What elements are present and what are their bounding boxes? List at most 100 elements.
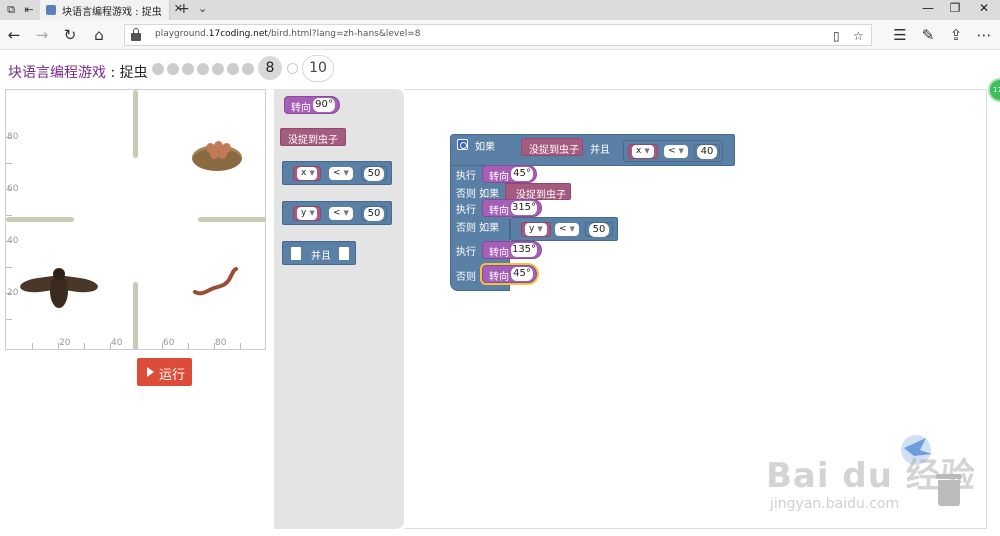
x-axis-label: 60: [163, 338, 175, 348]
x-tick: [214, 343, 215, 349]
address-bar[interactable]: playground.17coding.net/bird.html?lang=z…: [124, 24, 872, 46]
no-worm-condition-2[interactable]: 没捉到虫子: [505, 183, 571, 201]
turn-block-1[interactable]: 转向 45°: [482, 165, 537, 183]
y-tick: [6, 137, 12, 138]
close-window-icon[interactable]: ✕: [978, 1, 990, 15]
level-dot-empty[interactable]: [287, 63, 298, 74]
game-header: 块语言编程游戏 : 捉虫 8 10: [0, 54, 1000, 86]
flyout-compare-x-block[interactable]: x▼ <▼ 50: [282, 161, 392, 185]
flyout-and-block[interactable]: 并且: [282, 241, 356, 265]
turn-block-2[interactable]: 转向 315°: [482, 199, 542, 217]
compare-y-condition[interactable]: y▼ <▼ 50: [510, 217, 618, 241]
watermark-bird-icon: [901, 435, 932, 465]
input-slot: [339, 247, 349, 260]
nest-icon: [192, 135, 242, 171]
level-dot[interactable]: [227, 63, 239, 75]
watermark-url: jingyan.baidu.com: [770, 496, 900, 512]
y-tick: [6, 293, 12, 294]
forward-arrow-icon[interactable]: →: [35, 26, 49, 44]
flyout-compare-y-block[interactable]: y▼ <▼ 50: [282, 201, 392, 225]
browser-tab-bar: ⧉ ⇤ 块语言编程游戏 : 捉虫 ✕ + ⌄ — ❐ ✕: [0, 0, 1000, 20]
favorites-hub-icon[interactable]: ☰: [893, 26, 907, 44]
web-note-icon[interactable]: ✎: [921, 26, 935, 44]
side-badge[interactable]: 17: [988, 78, 1000, 102]
else-if-label-2: 否则 如果: [456, 223, 500, 234]
if-row[interactable]: 如果 没捉到虫子 并且 x▼ <▼ 40: [450, 134, 735, 166]
turn-block-3[interactable]: 转向 135°: [482, 241, 542, 259]
site-favicon-icon: [46, 5, 56, 15]
wall-bottom: [133, 282, 138, 349]
flyout-no-worm-block[interactable]: 没捉到虫子: [280, 128, 346, 146]
url-text[interactable]: playground.17coding.net/bird.html?lang=z…: [155, 29, 421, 39]
y-var-field[interactable]: y▼: [293, 206, 321, 221]
wall-left: [6, 217, 74, 222]
more-icon[interactable]: ⋯: [976, 26, 992, 44]
share-icon[interactable]: ⇪: [949, 26, 963, 44]
input-slot: [291, 247, 301, 260]
level-dot[interactable]: [182, 63, 194, 75]
y-axis-label: 60: [7, 184, 19, 194]
x-tick: [58, 343, 59, 349]
flyout-turn-block[interactable]: 转向 90°: [284, 96, 340, 114]
block-flyout: 转向 90° 没捉到虫子 x▼ <▼ 50 y▼ <▼ 50 并且: [274, 89, 404, 529]
x-axis-label: 40: [111, 338, 123, 348]
y-tick: [6, 163, 12, 164]
do-label: 执行: [456, 171, 476, 182]
do-label: 执行: [456, 247, 476, 258]
x-tick: [162, 343, 163, 349]
compare-x-condition[interactable]: x▼ <▼ 40: [623, 140, 723, 162]
wall-right: [198, 217, 265, 222]
level-dot[interactable]: [167, 63, 179, 75]
else-if-label-1: 否则 如果: [456, 189, 500, 200]
tab-close-icon[interactable]: ✕: [173, 2, 183, 15]
run-button[interactable]: 运行: [137, 358, 192, 386]
worm-icon: [193, 267, 238, 296]
lock-icon: [131, 28, 141, 41]
back-arrow-icon[interactable]: ←: [7, 26, 21, 44]
tab-actions-icon[interactable]: ⧉: [7, 3, 15, 16]
x-tick: [110, 343, 111, 349]
level-dot[interactable]: [212, 63, 224, 75]
home-icon[interactable]: ⌂: [94, 26, 104, 44]
value-field[interactable]: 50: [364, 167, 384, 181]
level-dot[interactable]: [152, 63, 164, 75]
minimize-icon[interactable]: —: [922, 1, 934, 15]
value-field[interactable]: 50: [364, 207, 384, 221]
active-tab[interactable]: 块语言编程游戏 : 捉虫 ✕: [40, 0, 183, 20]
browser-nav-bar: ← → ↻ ⌂ playground.17coding.net/bird.htm…: [0, 20, 1000, 50]
tab-list-chevron-icon[interactable]: ⌄: [198, 2, 208, 15]
wall-top: [133, 90, 138, 158]
page-title: 块语言编程游戏 : 捉虫: [8, 65, 148, 81]
x-tick: [240, 343, 241, 349]
x-axis-label: 80: [215, 338, 227, 348]
level-dot[interactable]: [197, 63, 209, 75]
op-dropdown[interactable]: <▼: [329, 207, 353, 220]
play-icon: [147, 367, 154, 377]
reading-view-icon[interactable]: ▯: [833, 29, 840, 43]
favorite-star-icon[interactable]: ☆: [853, 29, 864, 43]
else-label: 否则: [456, 272, 476, 283]
new-tab-icon[interactable]: +: [178, 1, 190, 17]
trash-icon[interactable]: [936, 474, 962, 506]
x-axis-label: 20: [59, 338, 71, 348]
x-var-field[interactable]: x▼: [293, 166, 321, 181]
x-tick: [84, 343, 85, 349]
y-tick: [6, 215, 12, 216]
gear-icon[interactable]: [457, 139, 468, 150]
no-worm-condition[interactable]: 没捉到虫子: [521, 138, 583, 156]
y-tick: [6, 241, 12, 242]
game-field: 80 60 40 20 20 40 60 80: [5, 89, 266, 350]
last-level-badge[interactable]: 10: [302, 55, 334, 82]
y-tick: [6, 189, 12, 190]
y-tick: [6, 319, 12, 320]
turn-block-4[interactable]: 转向 45°: [482, 265, 537, 283]
refresh-icon[interactable]: ↻: [63, 26, 77, 44]
x-tick: [32, 343, 33, 349]
back-tabs-icon[interactable]: ⇤: [24, 3, 34, 16]
level-dot[interactable]: [242, 63, 254, 75]
op-dropdown[interactable]: <▼: [329, 167, 353, 180]
y-axis-label: 40: [7, 236, 19, 246]
x-tick: [188, 343, 189, 349]
restore-icon[interactable]: ❐: [949, 1, 961, 15]
current-level-badge[interactable]: 8: [258, 56, 282, 80]
